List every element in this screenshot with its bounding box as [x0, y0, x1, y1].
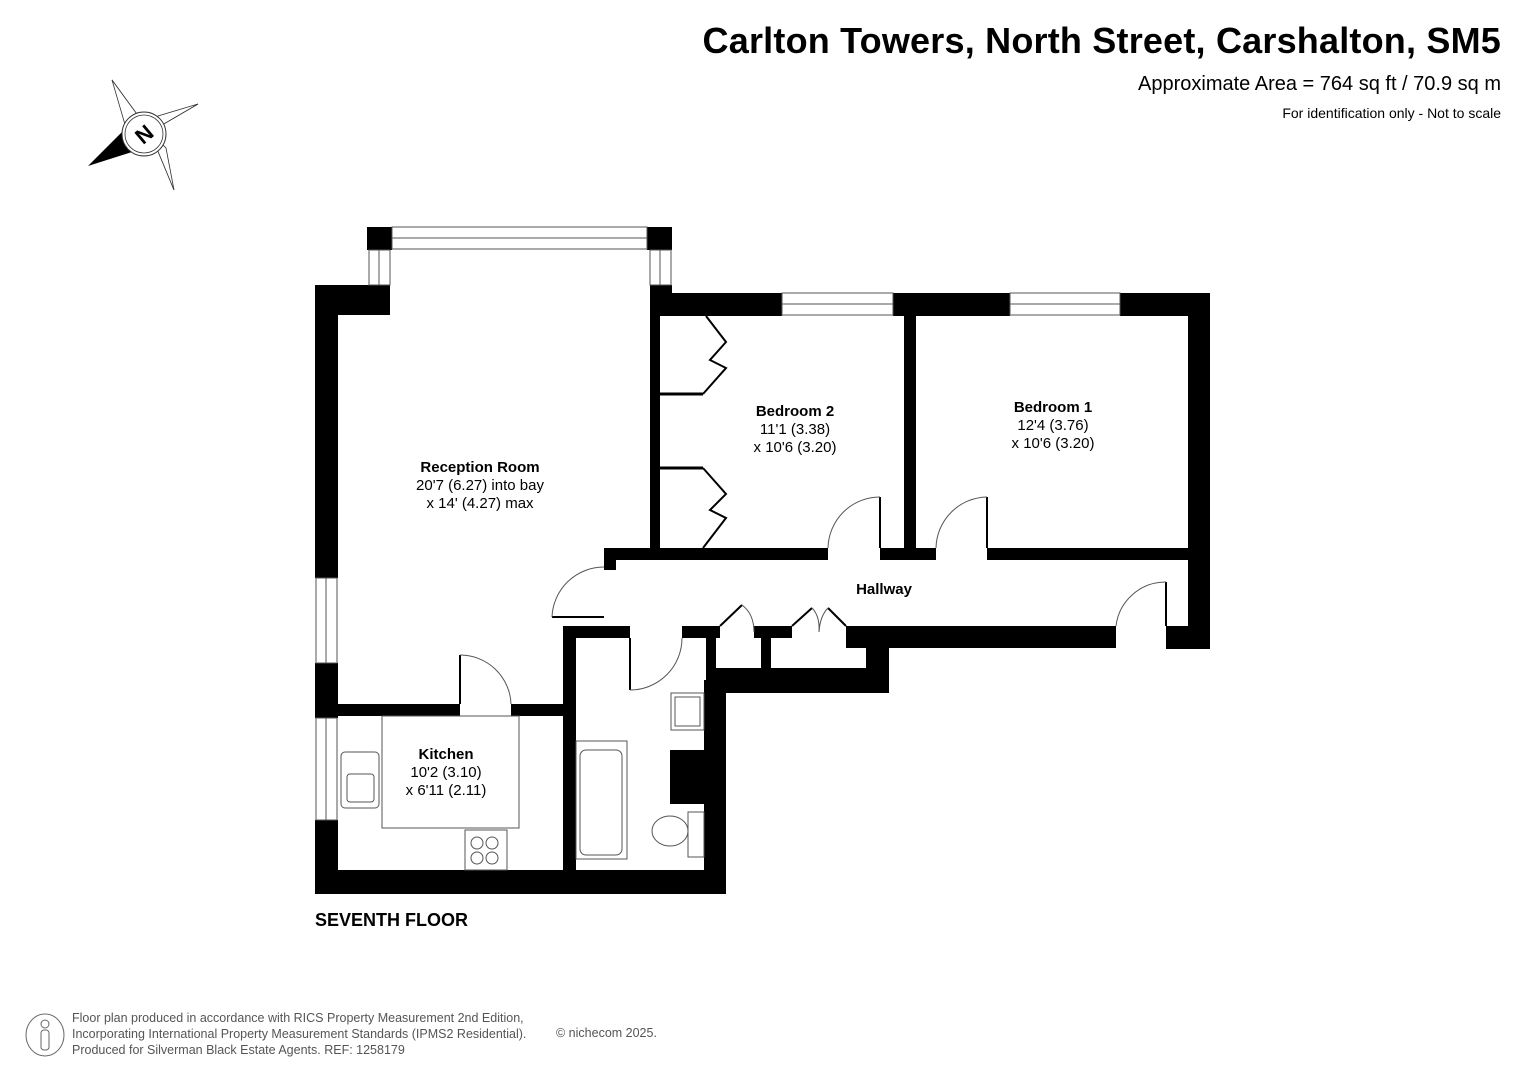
- doors: [459, 315, 1167, 705]
- room-bedroom-1: Bedroom 1 12'4 (3.76) x 10'6 (3.20): [1011, 399, 1095, 452]
- copyright: © nichecom 2025.: [556, 1026, 657, 1040]
- fixtures: [340, 692, 705, 871]
- hob-icon: [464, 829, 508, 871]
- walls: [315, 227, 1210, 894]
- property-title: Carlton Towers, North Street, Carshalton…: [702, 20, 1501, 61]
- room-reception: Reception Room 20'7 (6.27) into bay x 14…: [416, 459, 544, 512]
- windows: [315, 226, 1121, 821]
- scale-disclaimer: For identification only - Not to scale: [1282, 105, 1501, 121]
- room-bedroom-2: Bedroom 2 11'1 (3.38) x 10'6 (3.20): [753, 403, 837, 456]
- toilet-icon: [651, 815, 689, 847]
- compass-north-icon: N: [88, 79, 199, 191]
- footer-line-1: Floor plan produced in accordance with R…: [72, 1011, 524, 1025]
- approximate-area: Approximate Area = 764 sq ft / 70.9 sq m: [1138, 73, 1501, 95]
- footer-line-2: Incorporating International Property Mea…: [72, 1027, 527, 1041]
- floor-label: SEVENTH FLOOR: [315, 910, 469, 930]
- person-info-icon: [25, 1013, 65, 1057]
- room-kitchen: Kitchen 10'2 (3.10) x 6'11 (2.11): [405, 746, 487, 799]
- footer-line-3: Produced for Silverman Black Estate Agen…: [72, 1043, 405, 1057]
- room-hallway: Hallway: [856, 581, 912, 598]
